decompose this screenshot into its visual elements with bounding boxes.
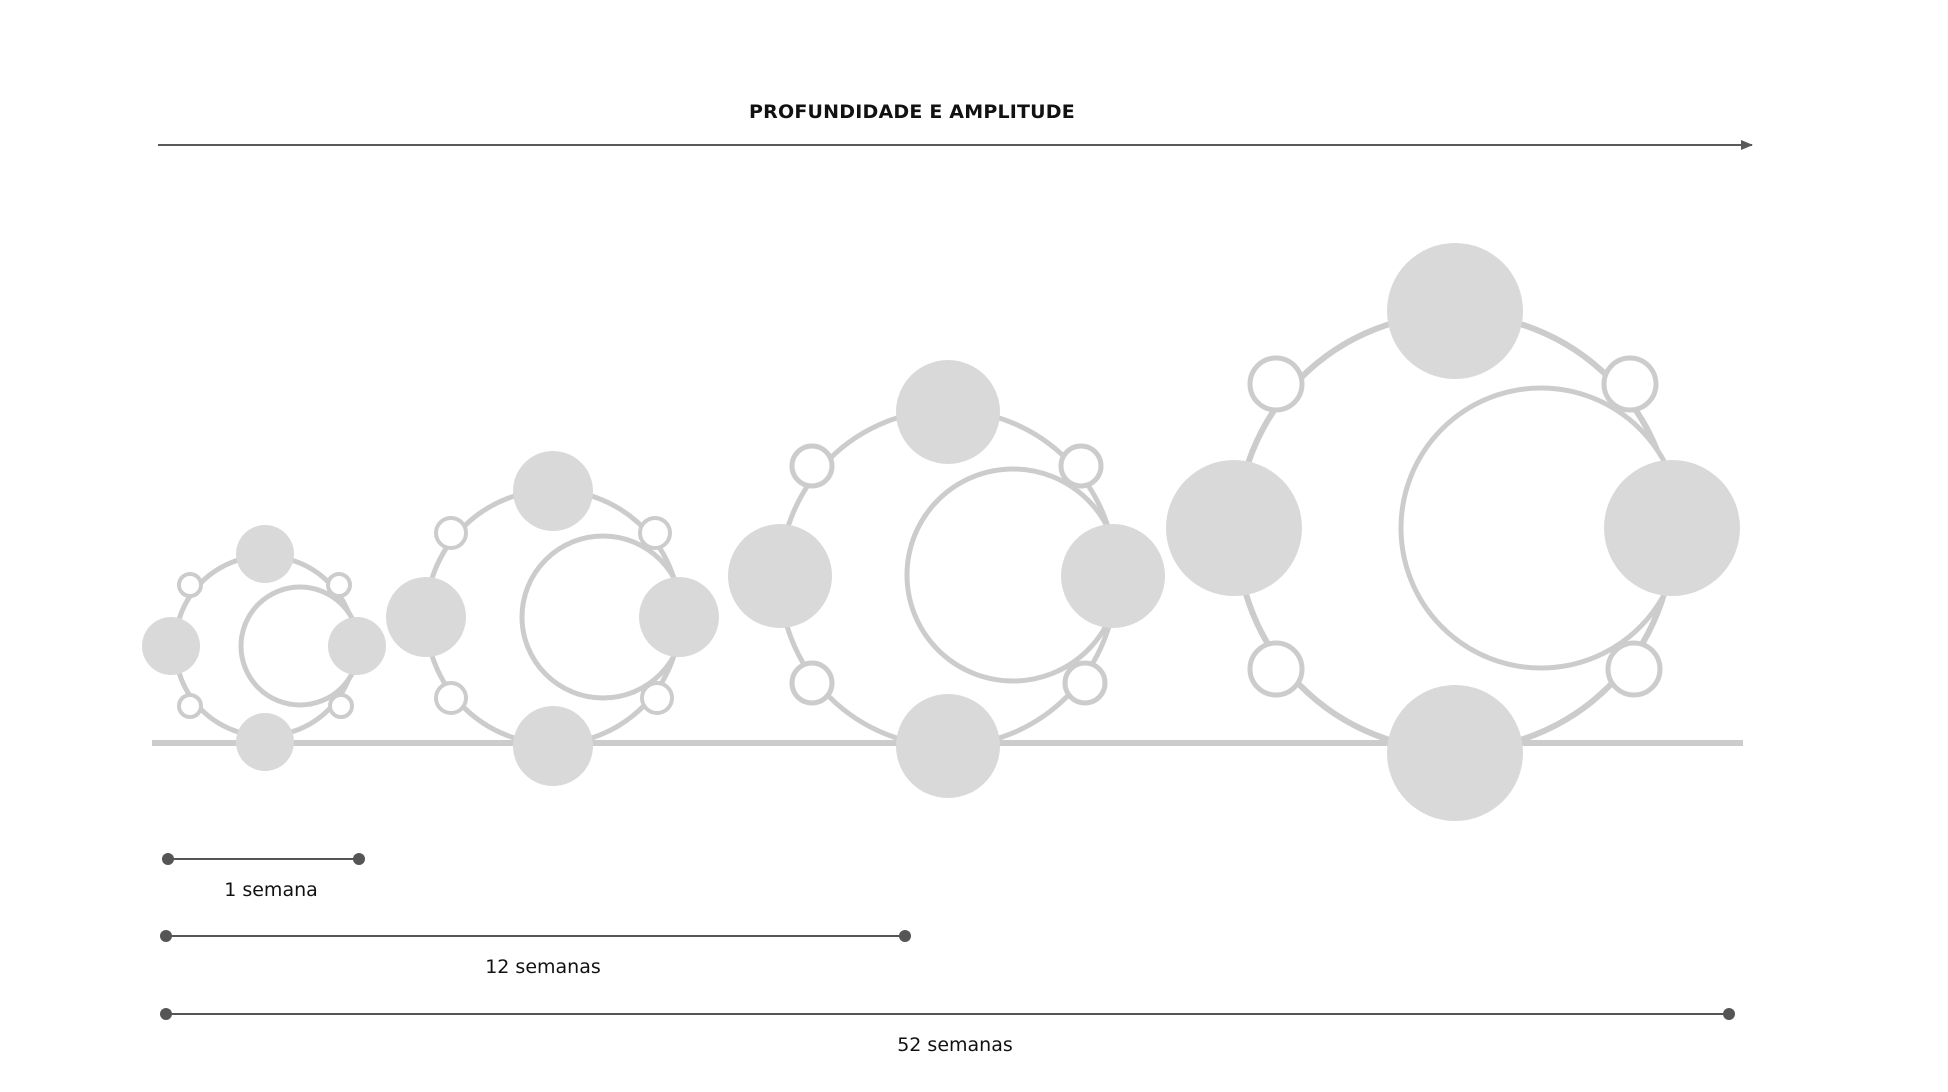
small-node bbox=[434, 516, 468, 550]
large-node bbox=[1166, 460, 1302, 596]
large-node bbox=[513, 451, 593, 531]
duration-1-week: 1 semana bbox=[162, 853, 365, 901]
small-node bbox=[638, 516, 672, 550]
small-node bbox=[177, 572, 203, 598]
duration-12-weeks: 12 semanas bbox=[160, 930, 911, 978]
large-node bbox=[639, 577, 719, 657]
small-node bbox=[177, 693, 203, 719]
duration-label: 12 semanas bbox=[485, 956, 601, 978]
small-node bbox=[1247, 640, 1305, 698]
duration-start-dot bbox=[160, 1008, 172, 1020]
large-node bbox=[236, 525, 294, 583]
large-node bbox=[386, 577, 466, 657]
small-node bbox=[328, 693, 354, 719]
duration-start-dot bbox=[162, 853, 174, 865]
large-node bbox=[513, 706, 593, 786]
cluster-3 bbox=[728, 360, 1165, 798]
large-node bbox=[236, 713, 294, 771]
duration-52-weeks: 52 semanas bbox=[160, 1008, 1735, 1056]
large-node bbox=[1604, 460, 1740, 596]
large-node bbox=[328, 617, 386, 675]
small-node bbox=[326, 572, 352, 598]
duration-label: 1 semana bbox=[224, 879, 318, 901]
duration-start-dot bbox=[160, 930, 172, 942]
duration-end-dot bbox=[353, 853, 365, 865]
large-node bbox=[896, 694, 1000, 798]
small-node bbox=[1058, 443, 1104, 489]
diagram-title: PROFUNDIDADE E AMPLITUDE bbox=[749, 101, 1075, 123]
small-node bbox=[1062, 660, 1108, 706]
duration-end-dot bbox=[1723, 1008, 1735, 1020]
small-node bbox=[640, 681, 674, 715]
cluster-2 bbox=[386, 451, 719, 786]
large-node bbox=[1387, 685, 1523, 821]
duration-label: 52 semanas bbox=[897, 1034, 1013, 1056]
cluster-1 bbox=[142, 525, 386, 771]
small-node bbox=[434, 681, 468, 715]
small-node bbox=[1601, 355, 1659, 413]
large-node bbox=[1061, 524, 1165, 628]
large-node bbox=[142, 617, 200, 675]
large-node bbox=[1387, 243, 1523, 379]
small-node bbox=[1247, 355, 1305, 413]
cluster-4 bbox=[1166, 243, 1740, 821]
small-node bbox=[789, 443, 835, 489]
duration-end-dot bbox=[899, 930, 911, 942]
small-node bbox=[1605, 640, 1663, 698]
large-node bbox=[728, 524, 832, 628]
small-node bbox=[789, 660, 835, 706]
large-node bbox=[896, 360, 1000, 464]
